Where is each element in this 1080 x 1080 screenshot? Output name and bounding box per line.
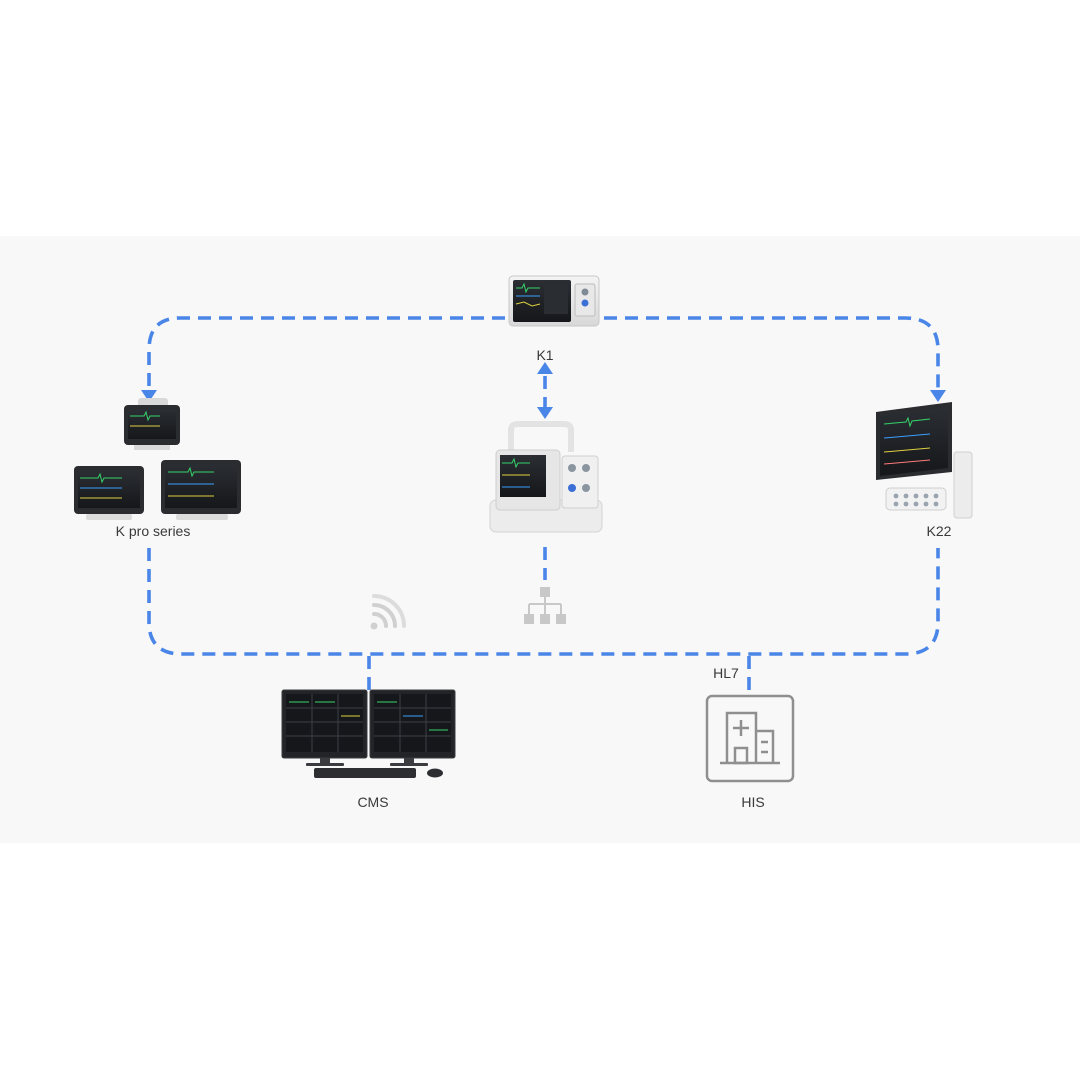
cms-workstation-image <box>281 689 456 778</box>
arrowhead-k22 <box>930 390 946 402</box>
arrowhead-transport-down <box>537 407 553 419</box>
k-pro-series-label: K pro series <box>115 523 191 539</box>
k22-monitor-image <box>876 402 973 519</box>
hl7-label: HL7 <box>713 665 739 681</box>
link-k-pro-to-bus <box>147 548 940 656</box>
hospital-icon <box>705 694 795 783</box>
his-label: HIS <box>741 794 765 810</box>
k22-label: K22 <box>926 523 952 539</box>
wifi-icon <box>370 594 406 630</box>
k1-label: K1 <box>536 347 554 363</box>
k1-monitor-image <box>508 275 600 327</box>
cms-label: CMS <box>357 794 389 810</box>
link-k1-to-k22 <box>604 316 940 392</box>
k-pro-monitors-image <box>74 398 241 520</box>
transport-monitor-dock-image <box>489 421 603 533</box>
link-k1-to-k-pro <box>147 316 505 392</box>
arrowhead-k-pro <box>141 390 157 402</box>
diagram-panel <box>0 236 1080 843</box>
arrowhead-k1-up <box>537 362 553 374</box>
network-tree-icon <box>524 587 566 624</box>
